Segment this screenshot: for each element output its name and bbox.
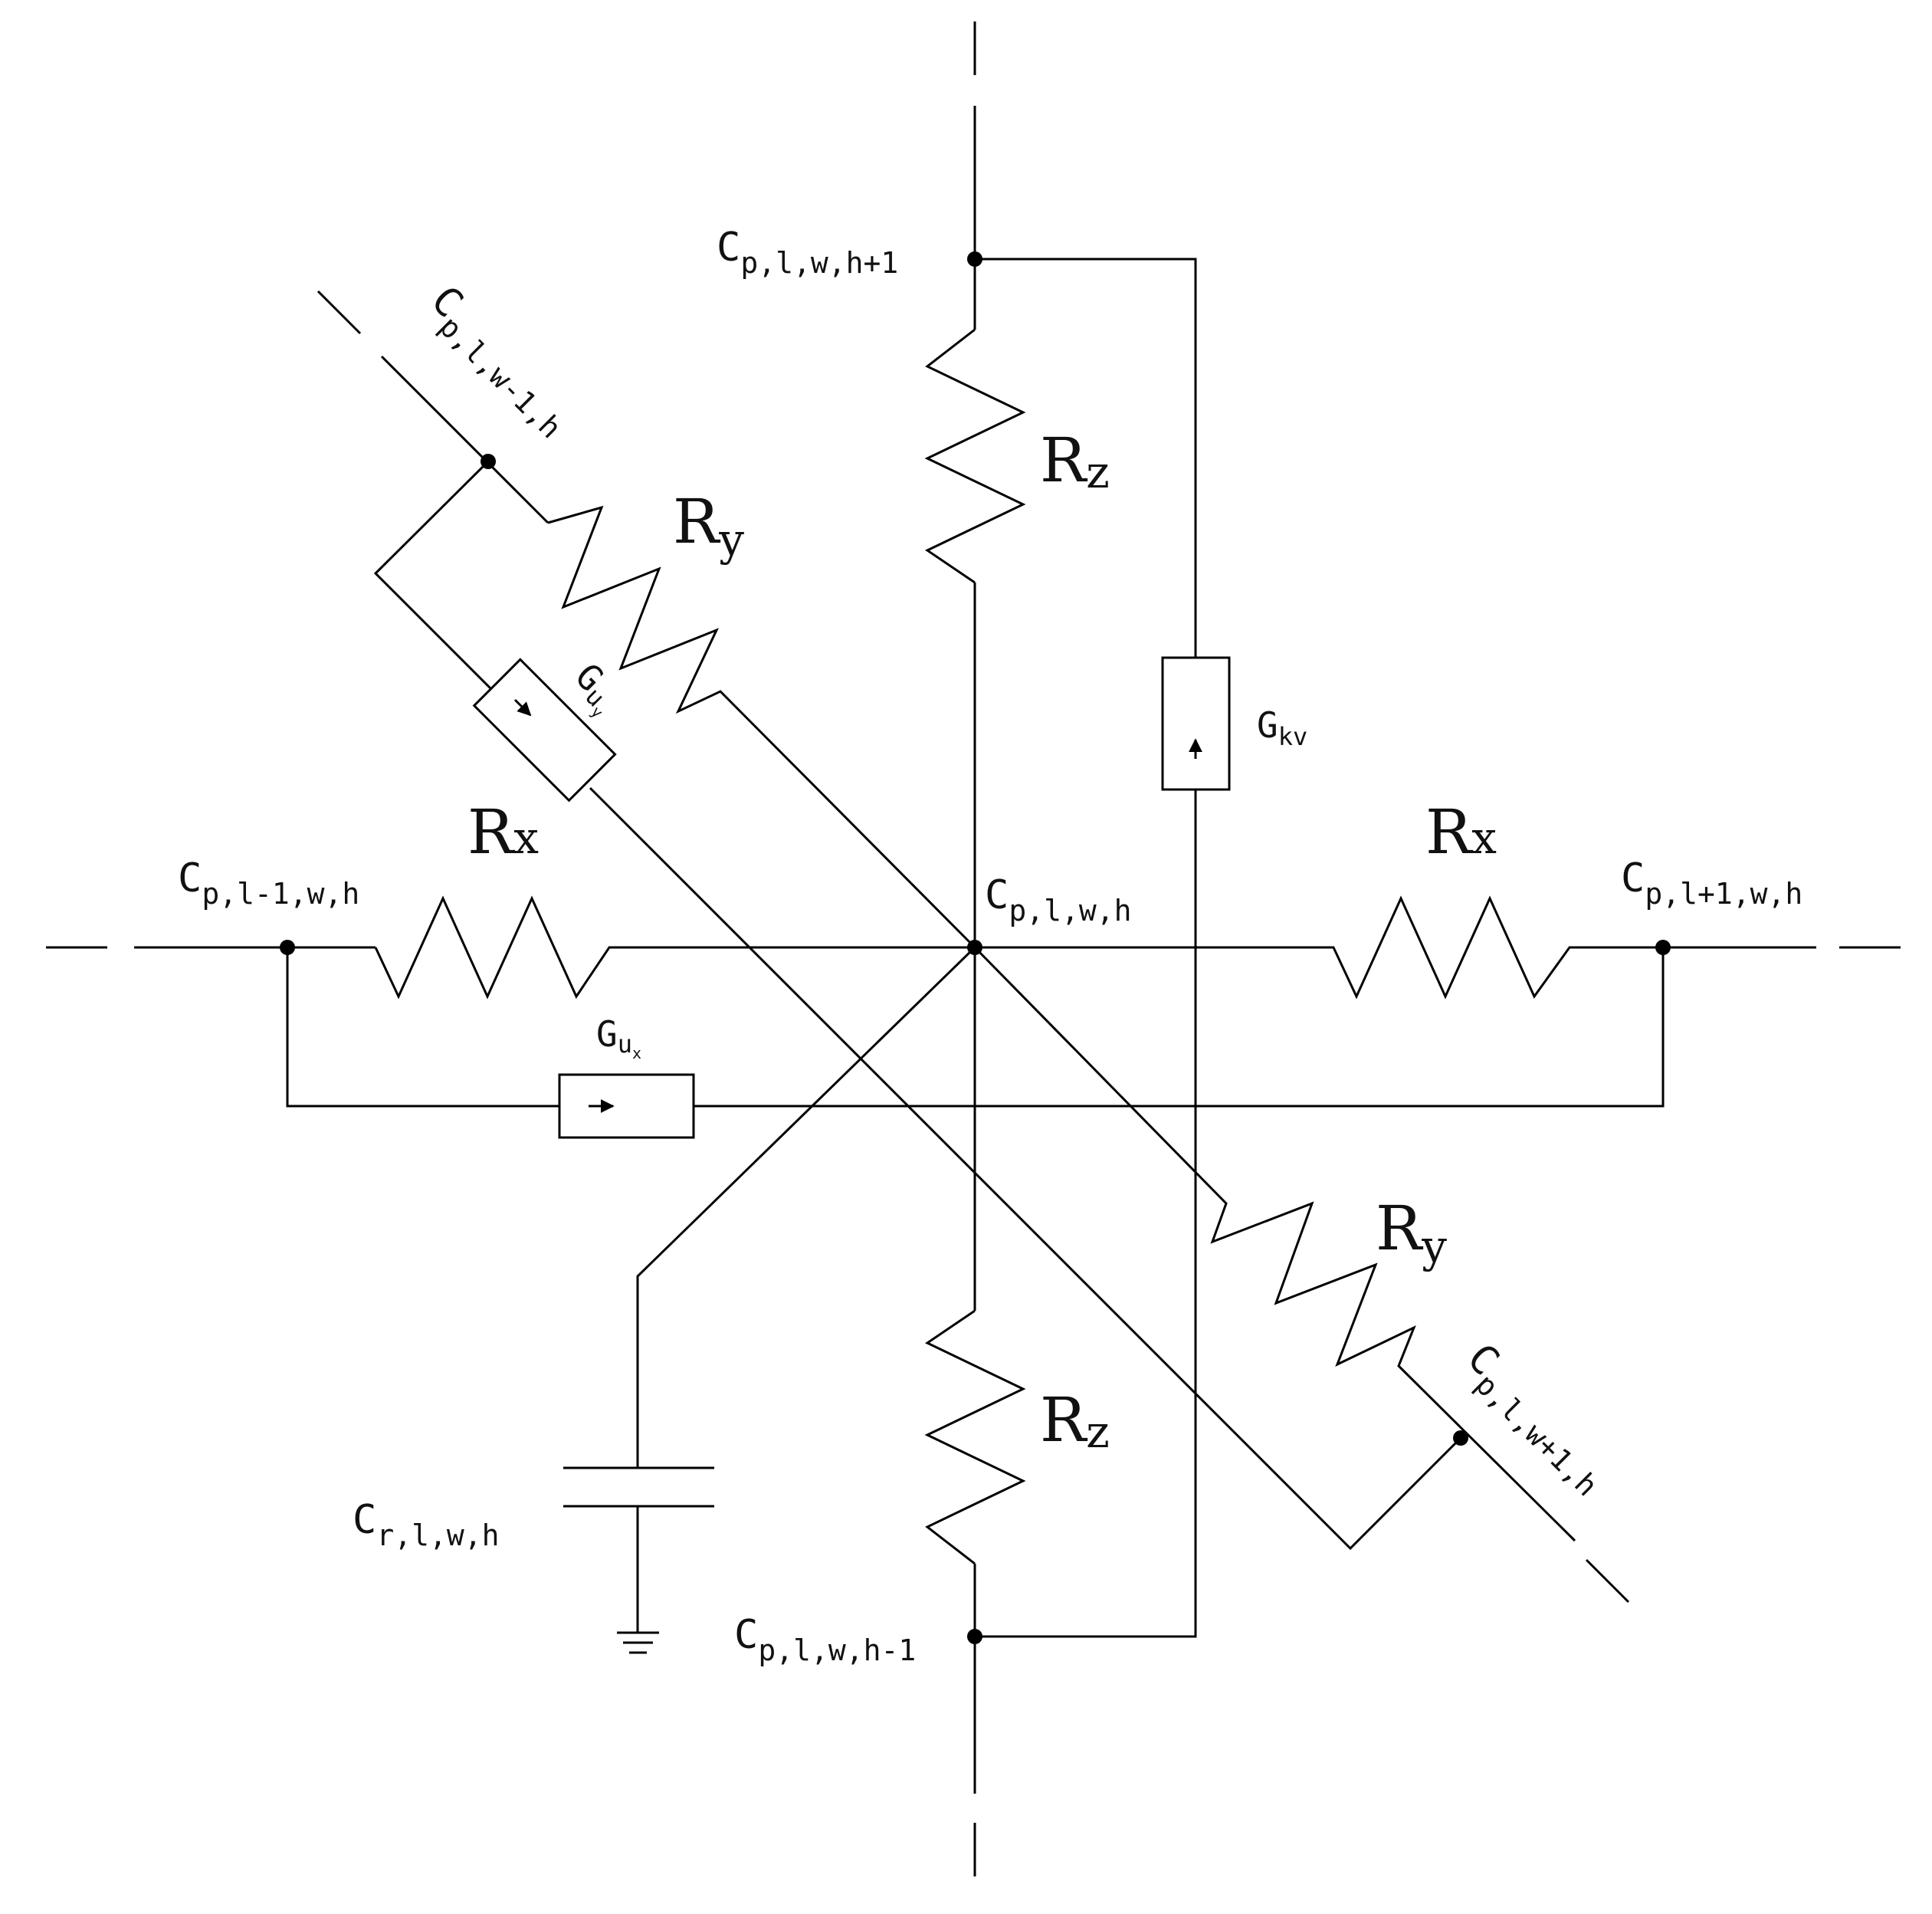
label-node-center: Cp,l,w,h — [985, 872, 1131, 927]
resistor-rx-right — [975, 895, 1816, 1000]
label-node-lower-right: Cp,l,w+1,h — [1451, 1335, 1619, 1503]
x-axis-branch — [134, 895, 1816, 1139]
node-lower-right — [1453, 1430, 1468, 1446]
continuation-dashes — [46, 21, 1901, 1876]
node-center — [967, 940, 982, 955]
resistor-rz-upper — [924, 328, 1026, 584]
node-upper-left — [481, 454, 496, 469]
resistor-rx-left — [374, 895, 975, 1000]
z-axis-branch — [924, 106, 1231, 1794]
conductance-gux — [558, 1073, 695, 1139]
node-right — [1655, 940, 1671, 955]
label-rx-left: Rx — [467, 796, 539, 868]
label-ry-upper: Ry — [673, 486, 744, 566]
label-rz-lower: Rz — [1040, 1384, 1110, 1458]
label-node-right: Cp,l+1,w,h — [1621, 855, 1802, 911]
label-rx-right: Rx — [1425, 796, 1497, 868]
label-node-capacitor: Cr,l,w,h — [353, 1497, 499, 1552]
node-bottom — [967, 1629, 982, 1644]
resistor-ry-lower — [973, 946, 1576, 1542]
conductance-gkv — [1161, 656, 1231, 791]
resistor-ry-upper — [547, 505, 976, 949]
node-top — [967, 251, 982, 267]
node-dots — [280, 251, 1671, 1644]
node-left — [280, 940, 295, 955]
label-node-top: Cp,l,w,h+1 — [717, 225, 898, 280]
label-node-upper-left: Cp,l,w-1,h — [415, 277, 583, 445]
capacitor-branch — [563, 946, 976, 1654]
label-rz-upper: Rz — [1040, 425, 1110, 498]
label-gkv: Gkv — [1257, 704, 1307, 751]
conductance-guy — [472, 658, 617, 803]
label-gux: Gux — [596, 1013, 641, 1062]
label-ry-lower: Ry — [1376, 1193, 1447, 1272]
ground-icon — [617, 1631, 659, 1654]
label-node-bottom: Cp,l,w,h-1 — [734, 1612, 916, 1667]
label-node-left: Cp,l-1,w,h — [178, 855, 359, 911]
y-axis-branch — [373, 355, 1576, 1551]
resistor-rz-lower — [924, 1309, 1026, 1565]
